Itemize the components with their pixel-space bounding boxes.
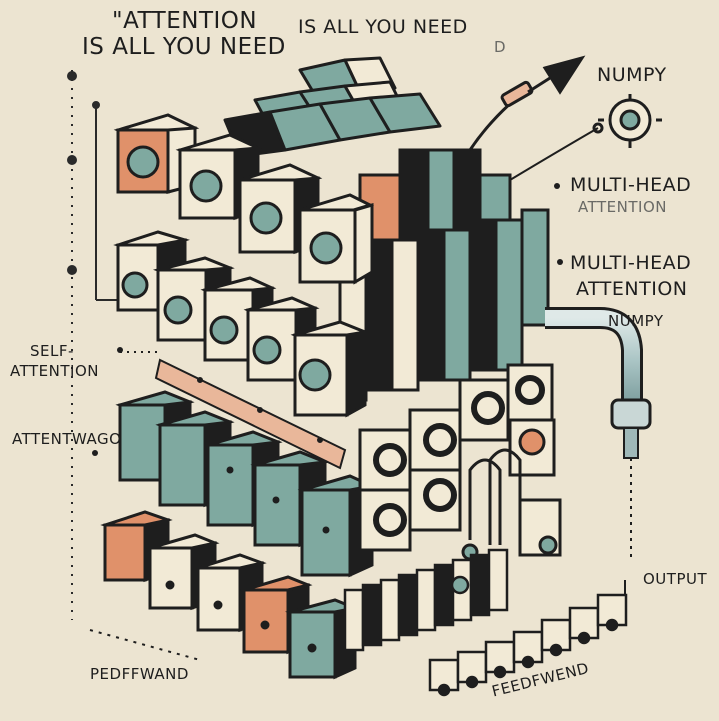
cube-1-4 [295, 193, 375, 285]
output-pipe [545, 307, 652, 560]
output-arrow [468, 55, 586, 151]
cube-row-4 [100, 510, 360, 680]
feedforward-chain [428, 593, 628, 697]
leader-lines [89, 351, 626, 661]
label-feedforward-left: PEDFFWAND [90, 665, 189, 683]
wire-loops [461, 448, 558, 561]
cube-2-2 [152, 256, 235, 343]
attention-slab-stack [338, 148, 550, 402]
title-right: IS ALL YOU NEED [298, 16, 468, 38]
cube-1-2 [175, 133, 263, 221]
cube-2-1 [113, 230, 190, 313]
label-numpy-top: NUMPY [597, 64, 667, 86]
label-multihead-2: MULTI-HEAD [570, 252, 692, 274]
label-numpy-mid: NUMPY [608, 312, 664, 330]
label-multihead-2-sub: ATTENTION [576, 278, 688, 300]
top-tile-stack [223, 56, 442, 158]
label-self-attention-2: ATTENTION [10, 362, 99, 380]
left-guide-line [67, 70, 118, 620]
cube-row-3 [115, 390, 377, 578]
cube-2-5 [290, 320, 370, 418]
label-self-attention-1: SELF- [30, 342, 74, 360]
bottom-slab-row [343, 548, 509, 652]
connector-bar [154, 358, 347, 470]
cube-row-1 [113, 113, 375, 285]
cube-row-2 [113, 230, 370, 418]
label-multihead-1: MULTI-HEAD [570, 174, 692, 196]
title-line-1: "ATTENTION [112, 8, 258, 34]
label-multihead-1-sub: ATTENTION [578, 198, 667, 216]
ring-cube-cluster [358, 363, 562, 557]
title-line-2: IS ALL YOU NEED [82, 34, 286, 60]
numpy-dial-icon [509, 94, 662, 181]
title-right-tail: D [494, 38, 507, 56]
label-attentwago: ATTENTWAGO [12, 430, 122, 448]
label-output: OUTPUT [643, 570, 708, 588]
